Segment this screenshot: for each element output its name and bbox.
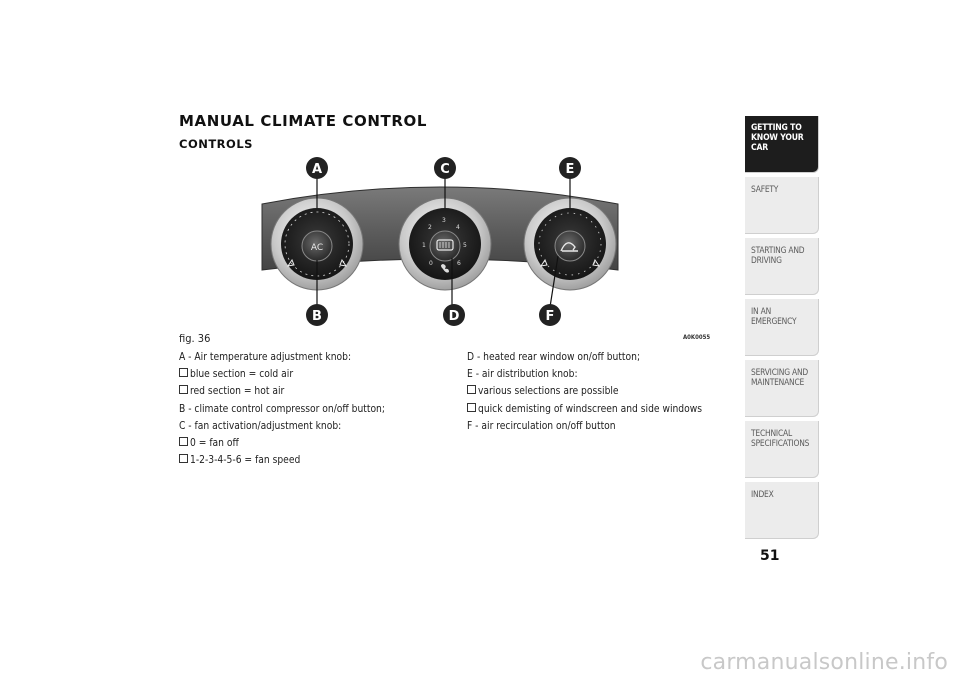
checkbox-bullet-icon — [179, 437, 188, 447]
legend-line: D - heated rear window on/off button; — [467, 352, 641, 363]
rear-defrost-icon — [436, 239, 454, 251]
checkbox-bullet-icon — [467, 385, 476, 395]
legend-line: blue section = cold air — [179, 366, 439, 383]
callout-e: E — [559, 157, 581, 179]
checkbox-bullet-icon — [179, 368, 188, 378]
rear-window-button[interactable] — [429, 230, 461, 262]
watermark: carmanualsonline.info — [700, 650, 948, 675]
tab-index[interactable]: INDEX — [745, 482, 819, 539]
recirculation-icon — [560, 242, 578, 252]
fan-scale-4: 4 — [456, 224, 460, 231]
svg-text:F: F — [546, 309, 555, 324]
callout-c: C — [434, 157, 456, 179]
checkbox-bullet-icon — [179, 454, 188, 464]
fan-scale-2: 2 — [428, 224, 432, 231]
legend-right: D - heated rear window on/off button; E … — [467, 349, 727, 435]
legend-line: A - Air temperature adjustment knob: — [179, 352, 352, 363]
legend-line: quick demisting of windscreen and side w… — [467, 401, 727, 418]
svg-text:C: C — [440, 162, 450, 177]
ac-button-label: AC — [311, 243, 323, 253]
legend-line: 1-2-3-4-5-6 = fan speed — [179, 452, 439, 469]
legend-line: red section = hot air — [179, 383, 439, 400]
legend-left: A - Air temperature adjustment knob: blu… — [179, 349, 439, 469]
callout-d: D — [443, 304, 465, 326]
legend-line: C - fan activation/adjustment knob: — [179, 420, 342, 432]
fan-scale-3: 3 — [442, 217, 446, 224]
section-title: MANUAL CLIMATE CONTROL — [179, 112, 428, 130]
fan-scale-1: 1 — [422, 242, 426, 249]
checkbox-bullet-icon — [467, 402, 476, 412]
page-number: 51 — [760, 548, 780, 564]
legend-line: E - air distribution knob: — [467, 369, 578, 381]
callout-b: B — [306, 304, 328, 326]
callout-a: A — [306, 157, 328, 179]
tab-servicing-and-maintenance[interactable]: SERVICING AND MAINTENANCE — [745, 360, 819, 417]
tab-in-an-emergency[interactable]: IN AN EMERGENCY — [745, 299, 819, 356]
tab-starting-and-driving[interactable]: STARTING AND DRIVING — [745, 238, 819, 295]
figure-caption: fig. 36 — [179, 332, 211, 345]
svg-text:E: E — [566, 162, 575, 177]
fan-scale-6: 6 — [457, 260, 461, 267]
figure-code: A0K0055 — [683, 334, 711, 341]
callout-f: F — [539, 304, 561, 326]
svg-text:A: A — [312, 162, 322, 177]
tab-safety[interactable]: SAFETY — [745, 177, 819, 234]
legend-line: F - air recirculation on/off button — [467, 420, 616, 432]
svg-text:D: D — [449, 309, 460, 324]
legend-line: B - climate control compressor on/off bu… — [179, 403, 385, 415]
fan-icon — [441, 264, 449, 273]
chapter-sidebar: GETTING TO KNOW YOUR CAR SAFETY STARTING… — [745, 116, 819, 543]
recirculation-button[interactable] — [554, 230, 586, 262]
fan-scale-5: 5 — [463, 242, 467, 249]
fan-scale-0: 0 — [429, 260, 433, 267]
tab-getting-to-know-your-car[interactable]: GETTING TO KNOW YOUR CAR — [745, 116, 819, 173]
tab-technical-specifications[interactable]: TECHNICAL SPECIFICATIONS — [745, 421, 819, 478]
climate-control-figure: AC 0 1 2 3 4 5 6 A — [261, 157, 619, 326]
svg-text:B: B — [312, 309, 322, 324]
ac-button[interactable]: AC — [301, 230, 333, 262]
section-subtitle: CONTROLS — [179, 137, 253, 151]
legend-line: 0 = fan off — [179, 435, 439, 452]
legend-line: various selections are possible — [467, 383, 727, 400]
checkbox-bullet-icon — [179, 385, 188, 395]
